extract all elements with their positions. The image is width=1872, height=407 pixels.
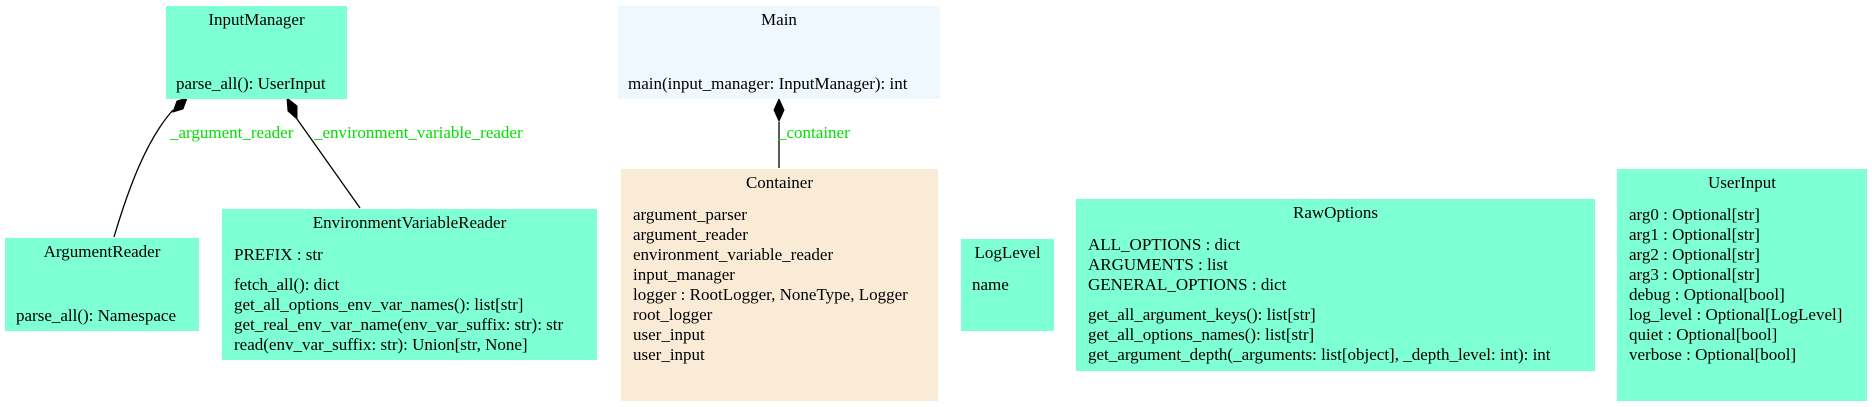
method: fetch_all(): dict [234,275,340,294]
method-list: fetch_all(): dict get_all_options_env_va… [234,275,563,355]
method: get_argument_depth(_arguments: list[obje… [1088,345,1551,364]
method: main(input_manager: InputManager): int [628,74,908,93]
attribute-list: PREFIX : str [234,245,323,265]
class-raw-options: RawOptions ALL_OPTIONS : dict ARGUMENTS … [1076,199,1595,371]
class-title: Container [745,173,814,192]
diamond-environment-variable-reader [286,96,298,121]
edge-label-argument-reader: _argument_reader [170,123,294,142]
class-title: EnvironmentVariableReader [312,213,507,232]
class-title: UserInput [1708,173,1776,192]
attribute-list: argument_parser argument_reader environm… [633,205,908,365]
attribute: argument_parser [633,205,747,224]
method: parse_all(): UserInput [176,74,326,93]
attribute: verbose : Optional[bool] [1629,345,1797,364]
edge-label-container: _container [778,123,850,142]
method: read(env_var_suffix: str): Union[str, No… [234,335,528,354]
edge-label-environment-variable-reader: _environment_variable_reader [314,123,523,142]
attribute: PREFIX : str [234,245,323,264]
method: parse_all(): Namespace [16,306,176,325]
class-title: InputManager [208,10,305,29]
attribute: arg2 : Optional[str] [1629,245,1760,264]
attribute: arg0 : Optional[str] [1629,205,1760,224]
attribute: ALL_OPTIONS : dict [1088,235,1241,254]
method: get_real_env_var_name(env_var_suffix: st… [234,315,564,334]
attribute: user_input [633,345,705,364]
class-title: LogLevel [974,243,1041,262]
edge-argument-reader [113,109,174,238]
attribute: argument_reader [633,225,748,244]
class-title: RawOptions [1293,203,1378,222]
method-list: main(input_manager: InputManager): int [628,74,907,94]
attribute-list: arg0 : Optional[str] arg1 : Optional[str… [1629,205,1842,365]
attribute: input_manager [633,265,735,284]
attribute: arg1 : Optional[str] [1629,225,1760,244]
attribute: user_input [633,325,705,344]
method-list: parse_all(): Namespace [16,306,176,326]
class-container: Container argument_parser argument_reade… [621,169,938,401]
class-user-input: UserInput arg0 : Optional[str] arg1 : Op… [1617,169,1867,401]
attribute: ARGUMENTS : list [1088,255,1228,274]
diamond-argument-reader [172,97,188,113]
method: get_all_options_env_var_names(): list[st… [234,295,524,314]
attribute: environment_variable_reader [633,245,834,264]
attribute: root_logger [633,305,713,324]
method: get_all_options_names(): list[str] [1088,325,1315,344]
attribute: GENERAL_OPTIONS : dict [1088,275,1287,294]
class-title: ArgumentReader [43,242,161,261]
attribute: quiet : Optional[bool] [1629,325,1778,344]
class-title: Main [761,10,797,29]
edge-environment-variable-reader [296,118,361,209]
diamond-container [773,97,785,123]
attribute-list: name [972,275,1009,295]
class-log-level: LogLevel name [961,239,1054,331]
class-argument-reader: ArgumentReader parse_all(): Namespace [5,238,199,331]
class-environment-variable-reader: EnvironmentVariableReader PREFIX : str f… [222,209,597,360]
attribute: debug : Optional[bool] [1629,285,1785,304]
attribute: logger : RootLogger, NoneType, Logger [633,285,908,304]
method-list: get_all_argument_keys(): list[str] get_a… [1088,305,1551,365]
class-main: Main main(input_manager: InputManager): … [618,6,940,99]
attribute: name [972,275,1009,294]
class-input-manager: InputManager parse_all(): UserInput [166,6,347,99]
attribute: log_level : Optional[LogLevel] [1629,305,1843,324]
method-list: parse_all(): UserInput [176,74,326,94]
attribute: arg3 : Optional[str] [1629,265,1760,284]
attribute-list: ALL_OPTIONS : dict ARGUMENTS : list GENE… [1088,235,1286,295]
method: get_all_argument_keys(): list[str] [1088,305,1316,324]
